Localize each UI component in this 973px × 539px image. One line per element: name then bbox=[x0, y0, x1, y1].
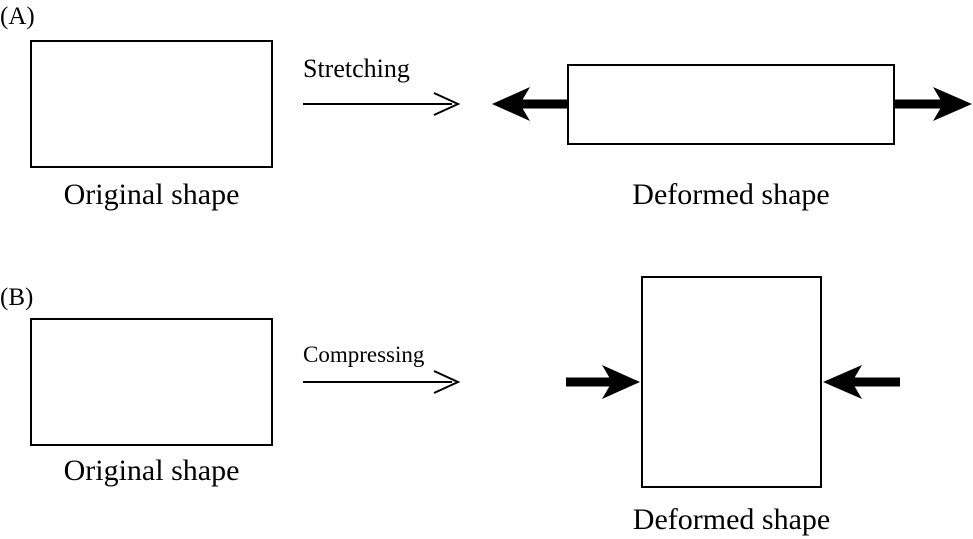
panel-a-deformed-shape bbox=[567, 64, 895, 145]
panel-a-left-force-arrow bbox=[492, 87, 567, 121]
panel-a-original-shape bbox=[30, 40, 273, 168]
panel-b-right-force-arrow bbox=[823, 365, 900, 399]
panel-b-original-caption: Original shape bbox=[63, 454, 240, 487]
panel-b-label: (B) bbox=[0, 284, 34, 311]
panel-a-process-arrow bbox=[303, 92, 461, 116]
panel-a-original-caption: Original shape bbox=[63, 178, 240, 211]
panel-b-deformed-caption: Deformed shape bbox=[632, 503, 831, 536]
panel-a-label: (A) bbox=[0, 3, 35, 30]
panel-a-right-force-arrow bbox=[895, 87, 972, 121]
panel-b-original-shape bbox=[30, 318, 273, 446]
panel-b-process-label: Compressing bbox=[303, 342, 425, 367]
panel-a-deformed-caption: Deformed shape bbox=[632, 178, 830, 211]
panel-b-deformed-shape bbox=[641, 276, 822, 488]
panel-a-process-label: Stretching bbox=[303, 54, 410, 83]
panel-b-process-arrow bbox=[303, 370, 461, 394]
panel-b-left-force-arrow bbox=[566, 365, 640, 399]
